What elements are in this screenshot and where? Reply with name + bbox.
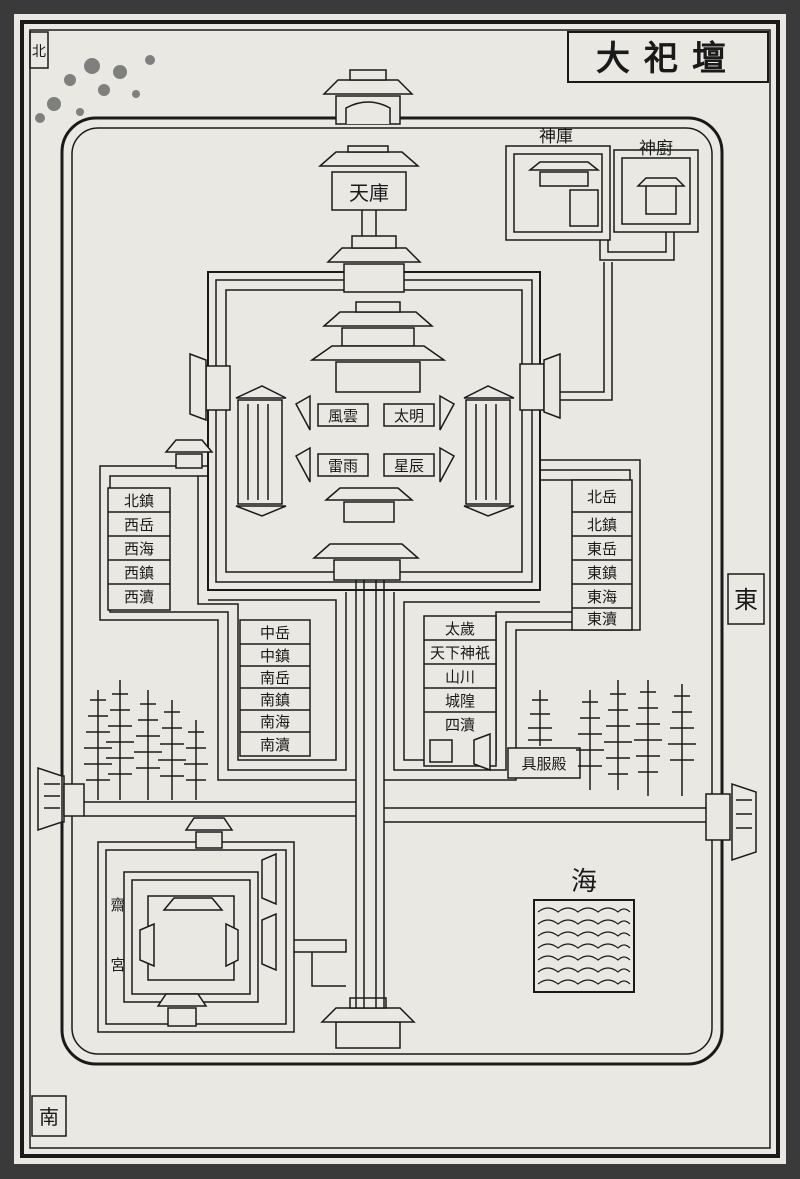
north-label: 北 <box>32 44 46 60</box>
spirit-kitchen-label: 神廚 <box>639 138 673 159</box>
center-right-tablet-3: 山川 <box>445 668 475 686</box>
center-left-tablet-4: 南鎮 <box>260 691 290 709</box>
center-left-tablet-5: 南海 <box>260 713 290 731</box>
spirit-storehouse-label: 神庫 <box>539 127 573 147</box>
south-gate <box>320 997 416 1049</box>
center-right-tablets <box>423 615 497 772</box>
fasting-palace <box>97 817 347 1033</box>
east-tablet-6: 東瀆 <box>587 610 617 628</box>
fasting-palace-label-1: 齋 <box>110 896 125 914</box>
east-tablet-2: 北鎮 <box>587 516 617 534</box>
west-side-hall <box>235 385 287 517</box>
outer-hall-label: 具服殿 <box>521 755 566 773</box>
east-tablets <box>571 479 633 631</box>
spirit-compound <box>505 145 699 401</box>
west-tablet-1: 北鎮 <box>124 492 154 510</box>
outer-hall <box>507 747 581 779</box>
fasting-palace-label-2: 宮 <box>110 956 125 974</box>
seal-smudge <box>35 55 155 123</box>
sea-label: 海 <box>571 867 597 897</box>
sea: 海 <box>533 867 635 993</box>
center-right-tablet-2: 天下神祇 <box>430 644 490 662</box>
west-tablets <box>107 487 171 611</box>
east-label: 東 <box>734 586 758 614</box>
altar-left-bottom: 雷雨 <box>328 457 358 475</box>
west-pavilion <box>164 439 214 469</box>
west-tablet-3: 西海 <box>124 540 154 558</box>
altar-right-bottom: 星辰 <box>394 457 424 475</box>
center-left-tablet-3: 南岳 <box>260 669 290 687</box>
outer-border <box>20 20 780 1158</box>
east-tablet-5: 東海 <box>587 588 617 606</box>
west-tablet-5: 西瀆 <box>124 588 154 606</box>
north-marker: 北 <box>29 31 49 69</box>
east-trees <box>528 680 696 796</box>
south-label: 南 <box>39 1105 59 1129</box>
east-tablet-1: 北岳 <box>587 488 617 506</box>
west-trees <box>84 680 208 800</box>
center-right-tablet-4: 城隍 <box>445 692 475 710</box>
main-hall <box>309 301 447 393</box>
east-side-hall <box>463 385 515 517</box>
center-left-tablet-2: 中鎮 <box>260 647 290 665</box>
inner-south-gate <box>312 487 420 581</box>
heaven-storehouse: 天庫 <box>318 145 420 211</box>
inner-north-gate <box>326 235 422 293</box>
title-box: 大祀壇 <box>567 31 769 83</box>
inner-east-gate <box>519 352 561 420</box>
map-title: 大祀壇 <box>596 39 740 79</box>
altar-right-top: 太明 <box>394 407 424 425</box>
east-tablet-4: 東鎮 <box>587 564 617 582</box>
heaven-storehouse-label: 天庫 <box>349 181 389 205</box>
east-gate <box>705 782 757 862</box>
center-left-tablet-6: 南瀆 <box>260 736 290 754</box>
south-marker: 南 <box>31 1095 67 1137</box>
center-left-tablets <box>239 619 311 757</box>
east-marker: 東 <box>727 573 765 625</box>
altar-left-top: 風雲 <box>328 407 358 425</box>
west-gate <box>37 766 85 832</box>
north-gate <box>322 69 414 125</box>
west-tablet-2: 西岳 <box>124 516 154 534</box>
central-road <box>355 580 385 1008</box>
altar-tablets <box>294 394 456 483</box>
misc-lines <box>361 210 377 236</box>
inner-west-gate <box>189 352 231 422</box>
center-right-tablet-5: 四瀆 <box>445 716 475 734</box>
cross-road <box>84 801 706 823</box>
center-right-tablet-1: 太歲 <box>445 620 475 638</box>
center-left-tablet-1: 中岳 <box>260 624 290 642</box>
west-tablet-4: 西鎮 <box>124 564 154 582</box>
east-tablet-3: 東岳 <box>587 540 617 558</box>
